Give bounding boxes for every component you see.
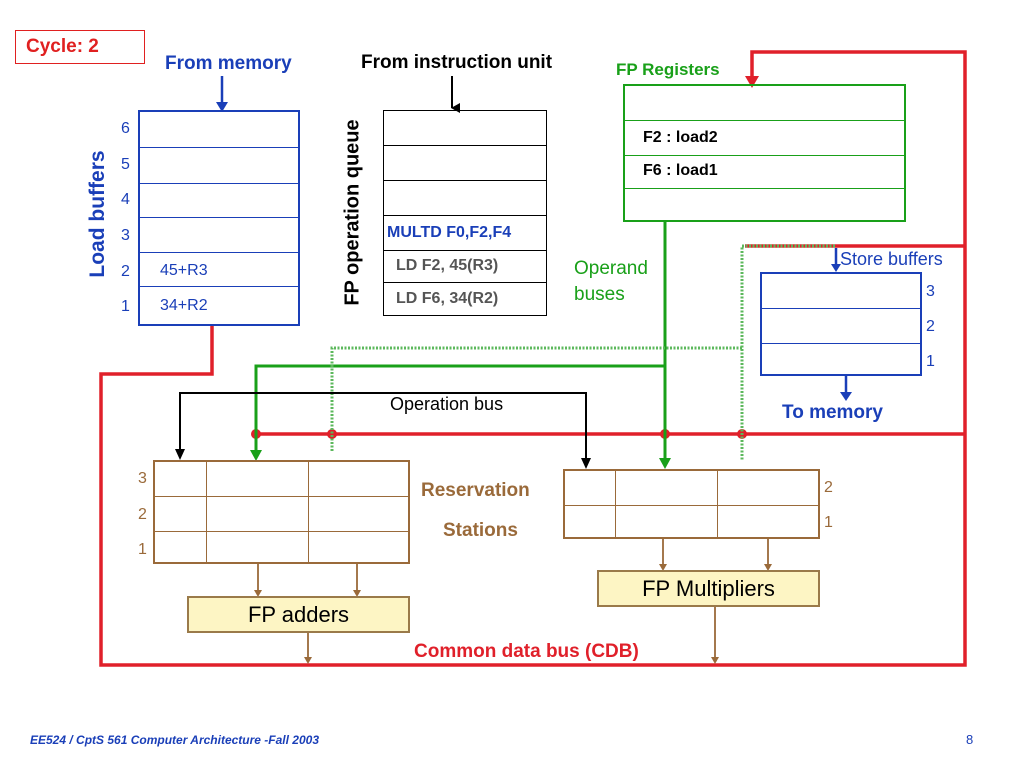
- load-buffer-value: 34+R2: [160, 297, 208, 314]
- multiplier-reservation-stations: [563, 469, 820, 539]
- load-buffer-number: 2: [121, 263, 130, 280]
- adder-reservation-stations: [153, 460, 410, 564]
- store-buffer-number: 2: [926, 318, 935, 335]
- load-buffer-number: 4: [121, 191, 130, 208]
- fp-operation-queue: MULTD F0,F2,F4 LD F2, 45(R3) LD F6, 34(R…: [383, 110, 547, 316]
- fp-registers-table: F2 : load2 F6 : load1: [623, 84, 906, 222]
- queue-slot: LD F2, 45(R3): [384, 251, 546, 283]
- operand-bus-lines: [254, 221, 667, 460]
- load-buffer-row: 45+R3: [140, 253, 298, 287]
- store-buffers-table: [760, 272, 922, 376]
- queue-slot: LD F6, 34(R2): [384, 283, 546, 315]
- store-buffer-arrow: [831, 264, 841, 272]
- operand-buses-label-line1: Operand: [574, 258, 648, 279]
- adder-rs-number: 2: [138, 506, 147, 523]
- stations-label: Stations: [443, 520, 518, 541]
- load-buffer-number: 3: [121, 227, 130, 244]
- operand-arrow-multipliers: [659, 458, 671, 469]
- store-buffers-label: Store buffers: [840, 249, 943, 269]
- to-memory-label: To memory: [782, 402, 884, 423]
- reservation-station-row: [565, 471, 818, 506]
- load-buffer-row: [140, 184, 298, 218]
- fp-operation-queue-label: FP operation queue: [341, 119, 364, 306]
- load-buffers-table: 45+R3 34+R2: [138, 110, 300, 326]
- footer-course: EE524 / CptS 561 Computer Architecture -…: [30, 733, 319, 747]
- operation-bus-lines: [179, 76, 587, 464]
- queue-instruction: MULTD F0,F2,F4: [387, 224, 512, 241]
- load-buffer-number: 6: [121, 120, 130, 137]
- register-entry: F2 : load2: [643, 129, 718, 146]
- reservation-station-row: [565, 506, 818, 537]
- to-memory-arrow: [840, 392, 852, 401]
- load-buffer-row: [140, 148, 298, 184]
- store-data-bus-lines: [330, 244, 835, 460]
- unit-arrow-heads: [254, 564, 772, 664]
- queue-instruction: LD F2, 45(R3): [396, 257, 499, 274]
- reservation-station-row: [155, 462, 408, 497]
- reservation-station-row: [155, 497, 408, 532]
- store-buffer-row: [762, 309, 920, 344]
- queue-slot: MULTD F0,F2,F4: [384, 216, 546, 251]
- cdb-arrow-into-registers: [745, 76, 759, 88]
- fp-multipliers-unit: FP Multipliers: [597, 570, 820, 607]
- load-buffers-label: Load buffers: [86, 150, 109, 278]
- page-number: 8: [966, 732, 974, 747]
- operation-arrow-adders: [175, 449, 185, 460]
- store-buffer-number: 1: [926, 353, 935, 370]
- load-buffer-row: 34+R2: [140, 287, 298, 324]
- fp-adders-unit: FP adders: [187, 596, 410, 633]
- register-entry: F6 : load1: [643, 162, 718, 179]
- register-row: [625, 86, 904, 121]
- register-row: [625, 189, 904, 220]
- rs-column-divider: [308, 462, 309, 562]
- from-instruction-unit-label: From instruction unit: [361, 52, 553, 73]
- cycle-label: Cycle: 2: [15, 30, 145, 64]
- from-memory-label: From memory: [165, 53, 292, 74]
- load-buffer-row: [140, 218, 298, 253]
- memory-arrow-lines: [220, 76, 848, 394]
- load-buffer-number: 1: [121, 298, 130, 315]
- load-buffer-number: 5: [121, 156, 130, 173]
- rs-column-divider: [615, 471, 616, 537]
- reservation-label: Reservation: [421, 480, 530, 501]
- rs-column-divider: [206, 462, 207, 562]
- queue-slot: [384, 146, 546, 181]
- register-row: F6 : load1: [625, 156, 904, 189]
- load-buffer-row: [140, 112, 298, 148]
- adder-rs-number: 3: [138, 470, 147, 487]
- rs-column-divider: [717, 471, 718, 537]
- fp-registers-label: FP Registers: [616, 60, 720, 79]
- operand-buses-label-line2: buses: [574, 284, 625, 305]
- operation-arrow-multipliers: [581, 458, 591, 469]
- queue-slot: [384, 111, 546, 146]
- queue-instruction: LD F6, 34(R2): [396, 290, 499, 307]
- fp-multipliers-label: FP Multipliers: [642, 576, 775, 601]
- store-buffer-row: [762, 274, 920, 309]
- fp-adders-label: FP adders: [247, 602, 350, 627]
- register-row: F2 : load2: [625, 121, 904, 156]
- adder-rs-number: 1: [138, 541, 147, 558]
- from-memory-arrow: [216, 102, 228, 112]
- operand-arrow-adders: [250, 450, 262, 461]
- cdb-label: Common data bus (CDB): [414, 641, 639, 662]
- store-buffer-row: [762, 344, 920, 374]
- unit-arrow-lines: [257, 537, 769, 660]
- store-buffer-number: 3: [926, 283, 935, 300]
- mult-rs-number: 2: [824, 479, 833, 496]
- reservation-station-row: [155, 532, 408, 562]
- mult-rs-number: 1: [824, 514, 833, 531]
- load-buffer-value: 45+R3: [160, 262, 208, 279]
- operation-bus-label: Operation bus: [390, 394, 504, 414]
- queue-slot: [384, 181, 546, 216]
